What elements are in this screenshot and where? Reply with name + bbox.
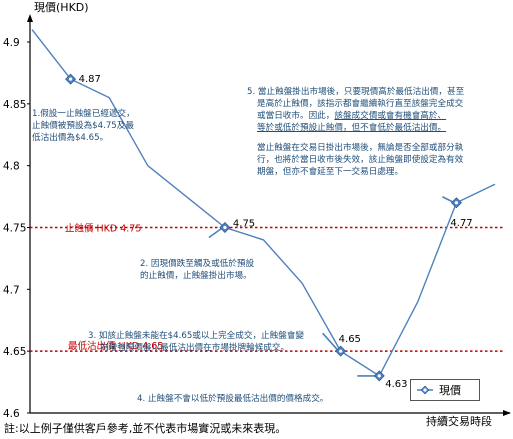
chart-legend: 現價 <box>410 379 480 401</box>
price-marker: 4.75 <box>208 219 255 239</box>
annotation-3: 3. 如該止蝕盤未能在$4.65或以上完全成交，止蝕盤會變 為增強限價盤以最低沽… <box>88 331 305 353</box>
marker-dot <box>377 374 381 378</box>
marker-dot <box>223 225 227 230</box>
annotation-2: 2. 因現價跌至觸及或低於預設 的止蝕價，止蝕盤掛出市場。 <box>140 259 255 281</box>
price-marker: 4.77 <box>442 196 473 229</box>
marker-dot <box>339 349 343 353</box>
x-axis-label: 持續交易時段 <box>426 414 492 428</box>
marker-dot <box>454 201 459 205</box>
price-marker: 4.87 <box>65 73 101 85</box>
y-tick-label: 4.65 <box>3 346 26 358</box>
price-marker: 4.65 <box>322 332 361 357</box>
annotation-1: 1.假設一止蝕盤已經遞交， 止蝕價被預設為$4.75及最 低沽出價為$4.65。 <box>32 109 135 143</box>
annotation-4: 4. 止蝕盤不會以低於預設最低沽出價的價格成交。 <box>137 394 329 404</box>
reference-line-label: 最低沽出價 HKD 4.65 <box>68 340 163 352</box>
footnote: 註:以上例子僅供客戶參考,並不代表市場實況或未來表現。 <box>4 422 287 435</box>
y-tick-label: 4.75 <box>3 223 26 235</box>
legend-label: 現價 <box>439 384 461 397</box>
annotation-5: 5. 當止蝕盤掛出市場後，只要現價高於最低沽出價，甚至 是高於止蝕價，該指示都會… <box>247 87 465 177</box>
marker-value-label: 4.77 <box>450 218 472 229</box>
marker-value-label: 4.65 <box>339 334 361 345</box>
marker-dot <box>68 77 73 81</box>
pointer-arrow <box>322 332 340 352</box>
y-tick-label: 4.7 <box>3 284 20 296</box>
reference-line-label: 止蝕價 HKD 4.75 <box>65 223 141 235</box>
marker-value-label: 4.87 <box>79 74 101 85</box>
y-tick-label: 4.8 <box>3 161 20 173</box>
legend-marker-icon <box>417 385 433 395</box>
y-tick-label: 4.85 <box>3 99 26 111</box>
marker-value-label: 4.63 <box>385 379 407 390</box>
price-marker: 4.63 <box>357 370 408 390</box>
y-tick-label: 4.6 <box>3 408 20 420</box>
y-tick-label: 4.9 <box>3 37 20 49</box>
pointer-arrow <box>208 226 224 239</box>
x-axis-arrow <box>503 410 511 416</box>
marker-value-label: 4.75 <box>233 219 255 230</box>
price-series-line <box>31 29 496 377</box>
y-axis-arrow <box>27 14 33 22</box>
y-axis-label: 現價(HKD) <box>34 0 89 14</box>
